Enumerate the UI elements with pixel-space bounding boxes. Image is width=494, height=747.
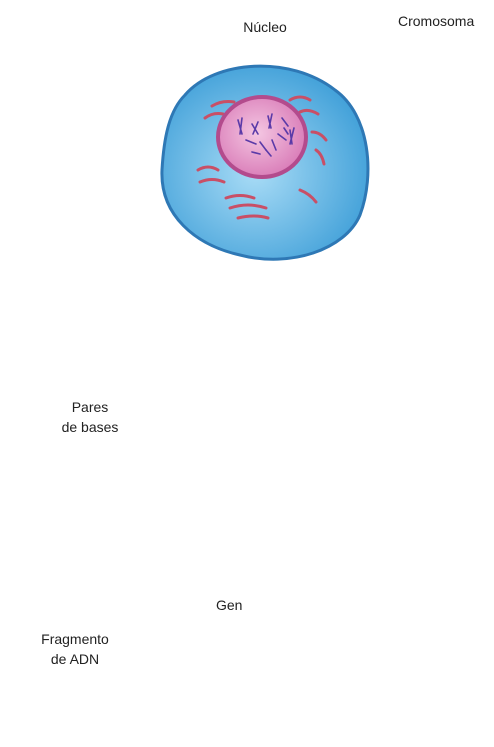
- cell: [162, 66, 368, 259]
- nucleus: [218, 97, 306, 177]
- base-pairs-label-line2: de bases: [40, 418, 140, 436]
- gene-label: Gen: [216, 596, 242, 614]
- base-pairs-label-line1: Pares: [40, 398, 140, 416]
- dna-fragment-label-line2: de ADN: [20, 650, 130, 668]
- nucleus-label: Núcleo: [230, 18, 300, 36]
- dna-fragment-label-line1: Fragmento: [20, 630, 130, 648]
- chromosome-label: Cromosoma: [398, 12, 474, 30]
